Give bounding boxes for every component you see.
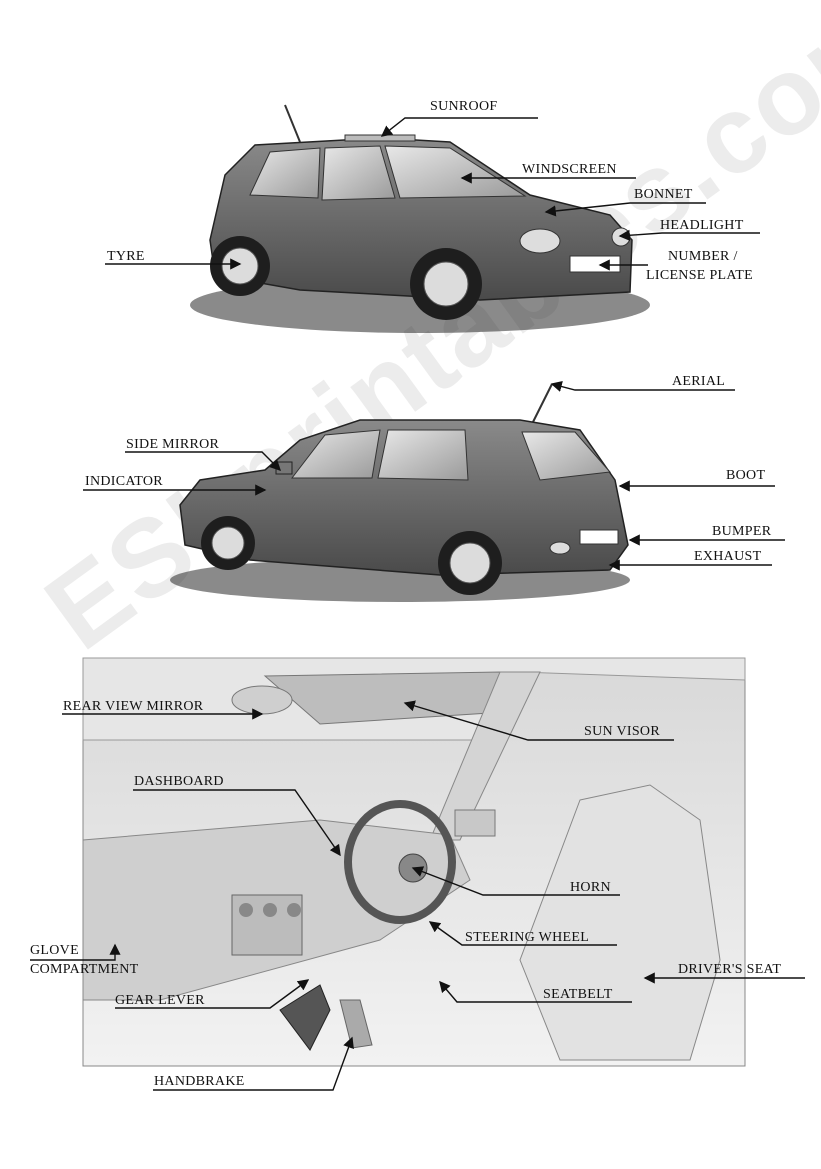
label-rear-view-mirror: REAR VIEW MIRROR	[63, 699, 204, 714]
label-bumper: BUMPER	[712, 524, 772, 539]
label-number-plate-line1: NUMBER /	[668, 249, 738, 264]
label-side-mirror: SIDE MIRROR	[126, 437, 220, 452]
label-glove-line1: GLOVE	[30, 943, 79, 958]
label-aerial: AERIAL	[672, 374, 726, 389]
label-boot: BOOT	[726, 468, 766, 483]
label-number-plate-line2: LICENSE PLATE	[646, 268, 753, 283]
label-seatbelt: SEATBELT	[543, 987, 613, 1002]
label-tyre: TYRE	[107, 249, 145, 264]
pointer-lines	[30, 117, 805, 1091]
label-dashboard: DASHBOARD	[134, 774, 224, 789]
car-front-view	[190, 104, 650, 333]
car-interior-view	[82, 657, 746, 1067]
label-windscreen: WINDSCREEN	[522, 162, 617, 177]
label-glove-line2: COMPARTMENT	[30, 962, 139, 977]
label-horn: HORN	[570, 880, 611, 895]
car-rear-view	[170, 383, 630, 602]
label-handbrake: HANDBRAKE	[154, 1074, 245, 1089]
label-exhaust: EXHAUST	[694, 549, 762, 564]
label-sun-visor: SUN VISOR	[584, 724, 660, 739]
label-steering-wheel: STEERING WHEEL	[465, 930, 590, 945]
label-drivers-seat: DRIVER'S SEAT	[678, 962, 782, 977]
label-gear-lever: GEAR LEVER	[115, 993, 205, 1008]
label-sunroof: SUNROOF	[430, 99, 498, 114]
label-indicator: INDICATOR	[85, 474, 163, 489]
label-bonnet: BONNET	[634, 187, 693, 202]
label-headlight: HEADLIGHT	[660, 218, 744, 233]
